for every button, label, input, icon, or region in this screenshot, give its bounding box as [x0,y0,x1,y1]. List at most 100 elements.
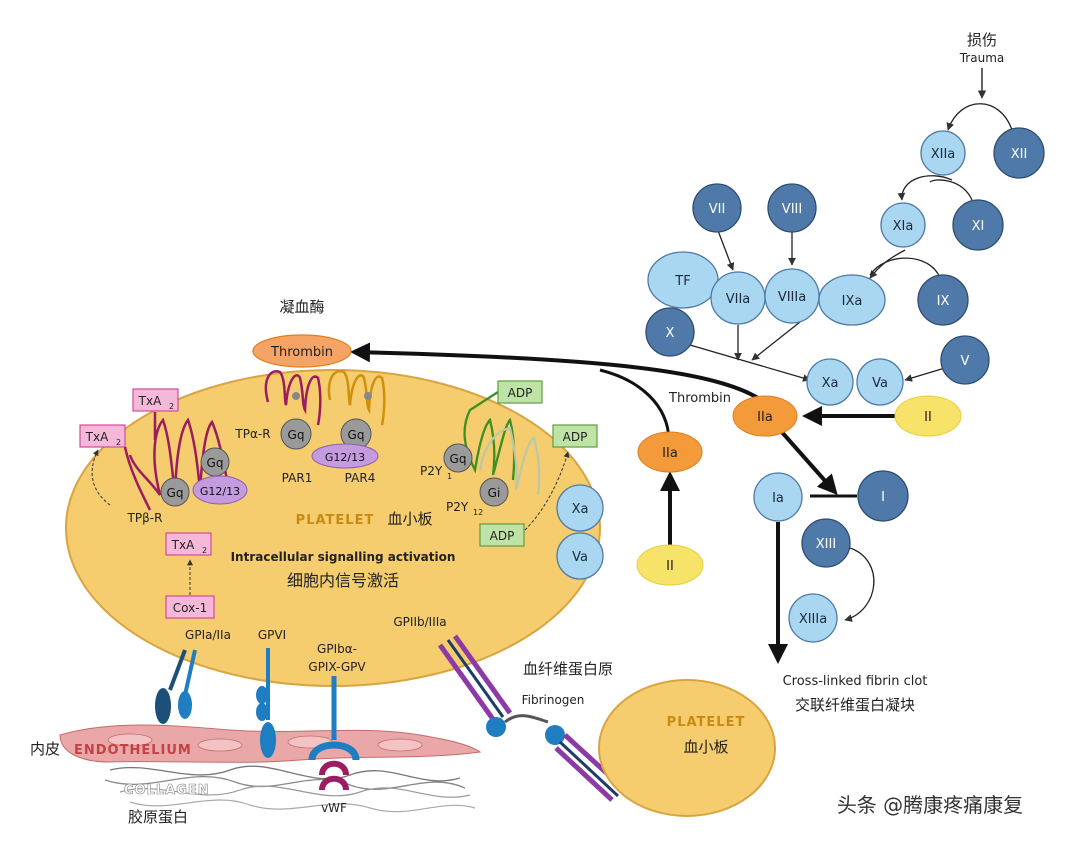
svg-text:Xa: Xa [572,502,589,517]
svg-text:XIIa: XIIa [931,147,956,162]
svg-text:2: 2 [169,402,174,411]
gpiib-label: GPIIb/IIIa [393,615,446,629]
svg-text:II: II [666,559,674,574]
platelet-2-label: PLATELET [667,715,746,730]
p2y1-label: P2Y 1 [420,464,452,481]
svg-text:P2Y: P2Y [446,500,469,514]
factor-i: I [857,470,909,522]
arrow-xia-ixa [869,249,906,279]
gq-par1: Gq [280,418,312,450]
svg-text:VIII: VIII [782,202,802,217]
factor-iia-2: IIa [637,431,703,473]
tpb-receptor-tail [123,446,152,511]
svg-text:Gq: Gq [167,486,184,500]
factor-viiia: VIIIa [764,268,820,324]
arrow-x-xa [689,344,811,382]
factor-x: X [645,307,695,357]
svg-text:G12/13: G12/13 [325,451,365,464]
clot-en-text: Cross-linked fibrin clot [783,674,928,689]
arrow-xii-xiia [946,103,1013,131]
svg-text:II: II [924,410,932,425]
platelet-cn-label: 血小板 [387,510,432,528]
svg-text:X: X [666,326,675,341]
arrow-xiia-xia [897,175,953,201]
trauma-cn-text: 损伤 [967,31,997,49]
factor-xiia: XIIa [920,130,966,176]
svg-text:IX: IX [937,294,950,309]
platelet-label: PLATELET [296,513,375,528]
svg-text:1: 1 [447,472,452,481]
watermark: 头条 @腾康疼痛康复 [837,793,1023,817]
svg-text:Gi: Gi [488,486,501,500]
arrow-iia2-to-thrombin [599,368,671,441]
fibrinogen-en-label: Fibrinogen [522,693,585,707]
gq-tp-2: Gq [200,447,230,477]
arrow-vii-viia [716,227,735,271]
cox1-box: Cox-1 [165,595,215,619]
factor-xa-platelet: Xa [556,484,604,532]
platelet-2-cn-label: 血小板 [683,738,728,756]
svg-text:P2Y: P2Y [420,464,443,478]
gpib-receptor [308,676,360,761]
arrow-xiii-xiiia [844,547,875,622]
thrombin-pill: Thrombin [252,334,352,368]
svg-text:I: I [881,490,885,505]
factor-viii: VIII [767,183,817,233]
svg-text:ADP: ADP [508,386,533,400]
svg-text:TxA: TxA [85,430,109,444]
endothelium-cn-label: 内皮 [30,740,60,758]
svg-text:TxA: TxA [138,394,162,408]
svg-text:Gq: Gq [450,452,467,466]
vwf-molecule [319,760,349,791]
intracellular-cn-label: 细胞内信号激活 [287,571,399,590]
p2y12-receptor [478,426,541,496]
arrow-v-va [904,367,946,382]
factor-tf: TF [647,251,719,309]
factor-xa: Xa [806,358,854,406]
collagen-cn-label: 胶原蛋白 [128,808,188,826]
svg-text:Gq: Gq [288,428,305,442]
factor-ii: II [894,395,962,437]
svg-text:Xa: Xa [822,376,839,391]
factor-ii-2: II [636,544,704,586]
svg-text:Ia: Ia [772,491,784,506]
tp-receptor-coil [128,412,230,496]
factor-va: Va [856,358,904,406]
clot-cn-text: 交联纤维蛋白凝块 [795,696,915,714]
trauma-en-text: Trauma [959,51,1005,65]
svg-text:TxA: TxA [171,538,195,552]
adp-box-2: ADP [552,424,598,448]
gpib-label-1: GPIbα- [317,642,357,656]
svg-text:Va: Va [872,376,888,391]
svg-text:XIIIa: XIIIa [799,612,827,627]
svg-text:XII: XII [1011,147,1028,162]
intracellular-en-label: Intracellular signalling activation [231,550,456,564]
vwf-label: vWF [321,801,347,815]
gpvi-receptor [256,648,276,758]
txa2-box-3: TxA 2 [165,532,212,556]
svg-text:VII: VII [709,202,726,217]
factor-vii: VII [692,183,742,233]
fibrinogen-cn-label: 血纤维蛋白原 [523,660,613,678]
arrow-xi-curve [929,179,973,201]
par1-site [292,392,300,400]
txa2-box-2: TxA 2 [79,424,126,448]
platelet-2-body [598,679,776,817]
svg-text:ADP: ADP [563,430,588,444]
gq-p2y1: Gq [443,443,473,473]
tpb-r-label: TPβ-R [127,511,163,525]
gpia-receptor [155,649,197,724]
factor-xiii: XIII [801,518,851,568]
par1-receptor [264,370,322,426]
arrow-ix-curve [869,257,941,279]
svg-text:2: 2 [202,546,207,555]
factor-ixa: IXa [818,274,886,326]
par4-label: PAR4 [345,471,376,485]
svg-text:Va: Va [572,550,588,565]
par4-receptor [327,370,386,426]
svg-text:VIIIa: VIIIa [778,290,806,305]
adp-box-1: ADP [497,380,543,404]
factor-xia: XIa [880,202,926,248]
txa2-box-1: TxA 2 [132,388,179,412]
